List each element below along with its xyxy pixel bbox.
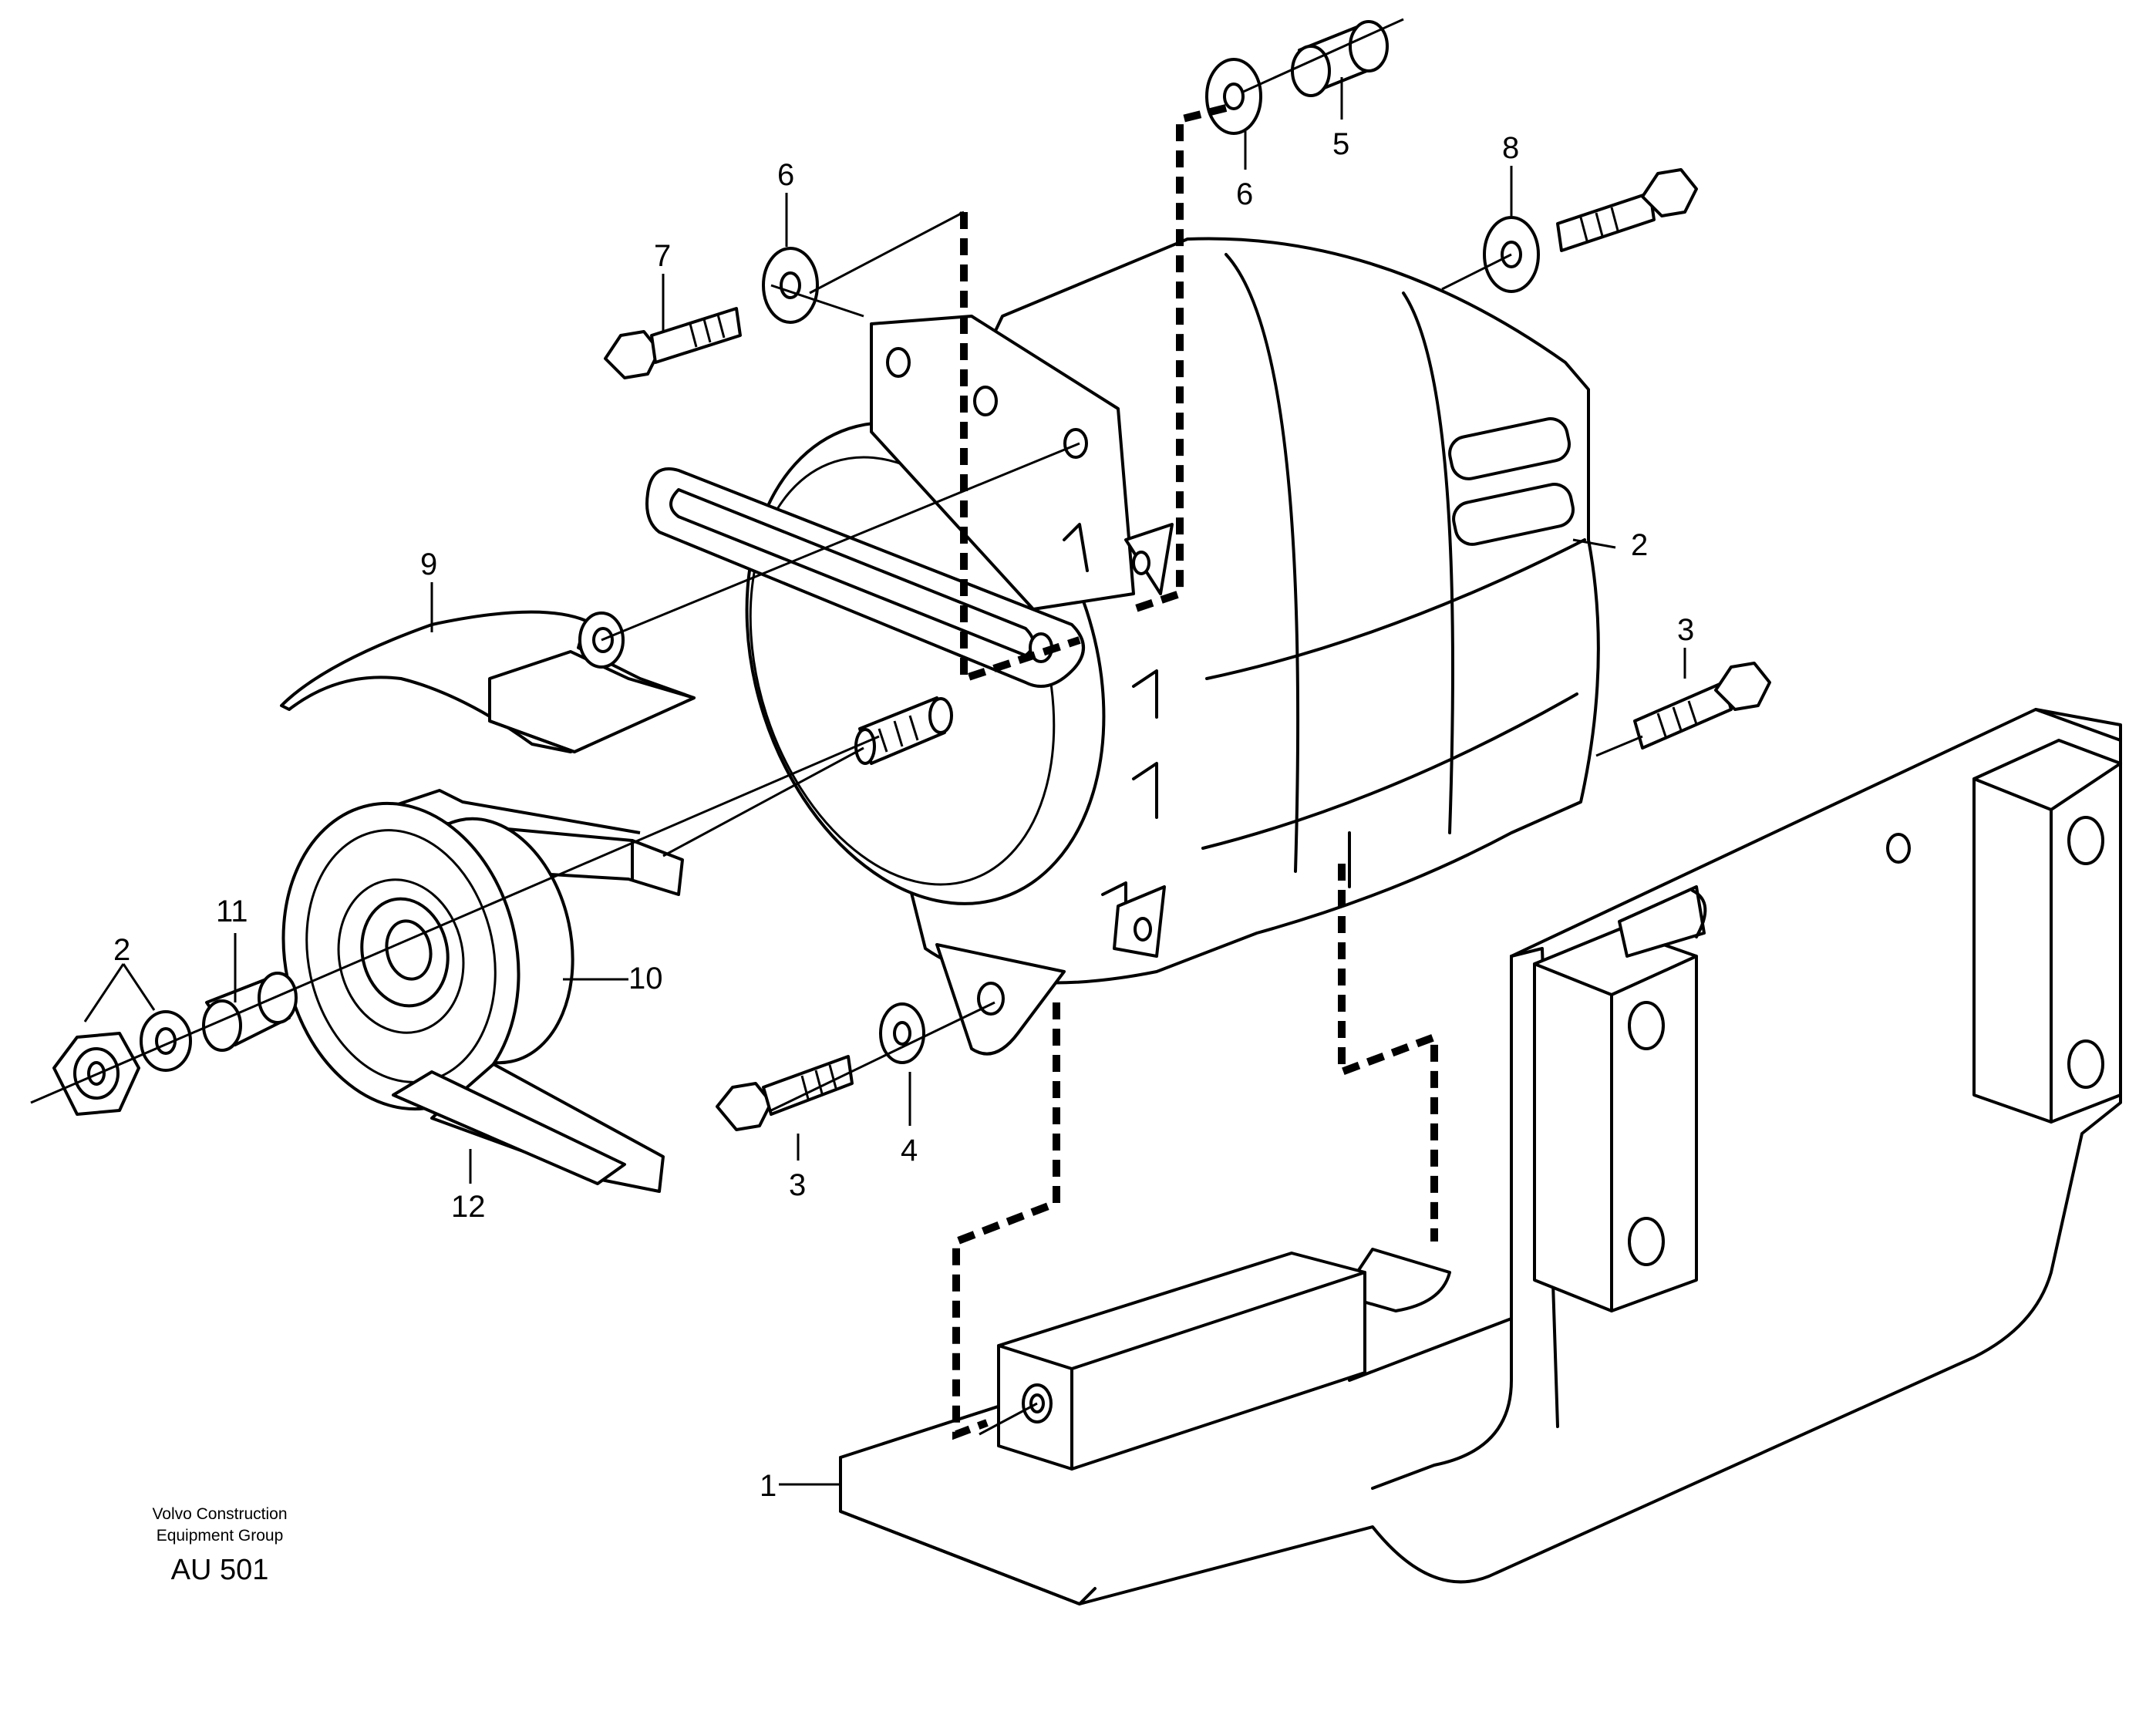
callout-3-lower: 3 xyxy=(789,1168,806,1202)
callout-4: 4 xyxy=(901,1134,918,1167)
callout-2-nut: 2 xyxy=(113,933,130,967)
callout-5: 5 xyxy=(1332,127,1349,161)
callout-6-top: 6 xyxy=(1236,177,1253,211)
callout-labels: 1 2 2 3 3 4 5 6 6 7 8 9 10 11 12 xyxy=(113,127,1694,1503)
callout-1: 1 xyxy=(760,1469,776,1503)
dashed-mounting-paths xyxy=(952,104,1438,1440)
washer-4 xyxy=(879,1002,925,1064)
callout-8: 8 xyxy=(1502,131,1519,165)
bolt-3-right xyxy=(1633,662,1771,750)
callout-9: 9 xyxy=(420,547,437,581)
callout-7: 7 xyxy=(654,239,671,273)
drawing-credit: Volvo Construction Equipment Group AU 50… xyxy=(152,1505,287,1586)
leader-lines xyxy=(83,77,1686,1486)
spacer-nut-washer xyxy=(52,972,298,1116)
drawing-code: AU 501 xyxy=(171,1554,269,1586)
pulley-and-belt xyxy=(281,789,684,1193)
callout-6-left: 6 xyxy=(777,158,794,192)
alternator xyxy=(745,237,1600,1056)
spacer-5 xyxy=(1291,20,1389,97)
credit-line-1: Volvo Construction xyxy=(152,1505,287,1523)
credit-line-2: Equipment Group xyxy=(157,1527,284,1545)
washer-6-left xyxy=(762,247,819,324)
callout-10: 10 xyxy=(628,962,663,996)
callout-12: 12 xyxy=(451,1190,486,1224)
bolt-3-lower xyxy=(716,1055,854,1131)
mounting-bracket xyxy=(839,708,2122,1605)
assembly-axis-lines xyxy=(30,18,1643,1436)
guard-plate xyxy=(280,610,696,753)
callout-3-right: 3 xyxy=(1677,613,1694,647)
callout-2-alternator: 2 xyxy=(1631,528,1648,562)
bolt-7 xyxy=(604,307,742,379)
bolt-8 xyxy=(1556,168,1698,252)
washer-6-top xyxy=(1205,58,1262,135)
callout-11: 11 xyxy=(216,895,248,928)
